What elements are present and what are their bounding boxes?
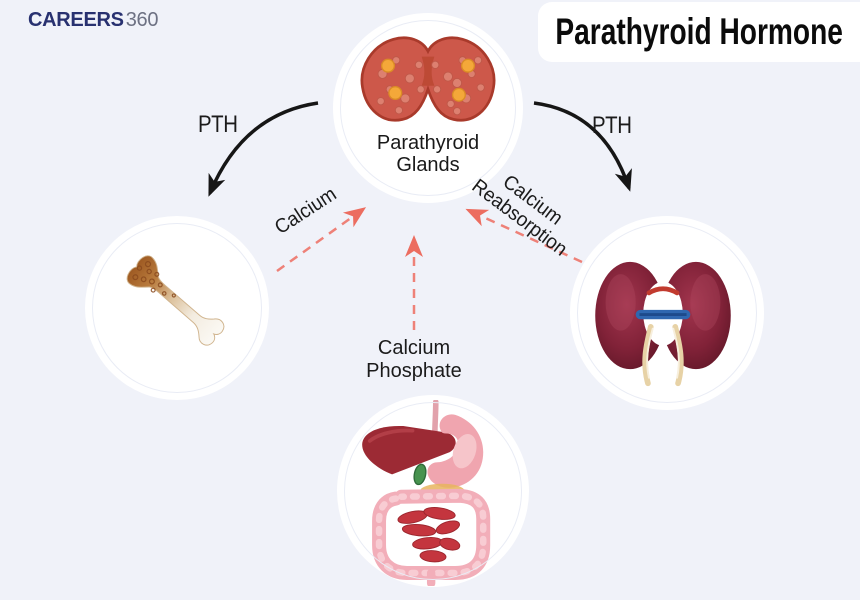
kidneys-illustration <box>595 261 731 387</box>
node-bone <box>85 216 269 400</box>
title-banner: Parathyroid Hormone <box>538 2 860 62</box>
parathyroid-gland-illustration <box>360 36 496 122</box>
label-pth-right: PTH <box>592 112 632 139</box>
logo-text-primary: CAREERS <box>28 9 124 31</box>
label-calcium-phosphate-line2: Phosphate <box>366 360 462 382</box>
node-label-parathyroid-glands: Parathyroid Glands <box>333 132 523 176</box>
node-digestive-system <box>337 395 529 587</box>
node-parathyroid-glands: Parathyroid Glands <box>333 13 523 203</box>
node-label-line1: Parathyroid <box>376 132 480 154</box>
page-title: Parathyroid Hormone <box>555 11 843 52</box>
digestive-system-illustration <box>362 400 491 586</box>
node-kidneys <box>570 216 764 410</box>
label-pth-left: PTH <box>198 111 238 138</box>
node-label-line2: Glands <box>396 154 460 176</box>
label-calcium-phosphate: Calcium Phosphate <box>334 337 494 383</box>
label-calcium-phosphate-line1: Calcium <box>377 337 451 359</box>
label-calcium-reabsorption: Calcium Reabsorption <box>457 150 594 269</box>
label-calcium: Calcium <box>270 183 341 239</box>
bone-illustration <box>126 255 225 346</box>
logo-text-secondary: 360 <box>125 9 159 31</box>
